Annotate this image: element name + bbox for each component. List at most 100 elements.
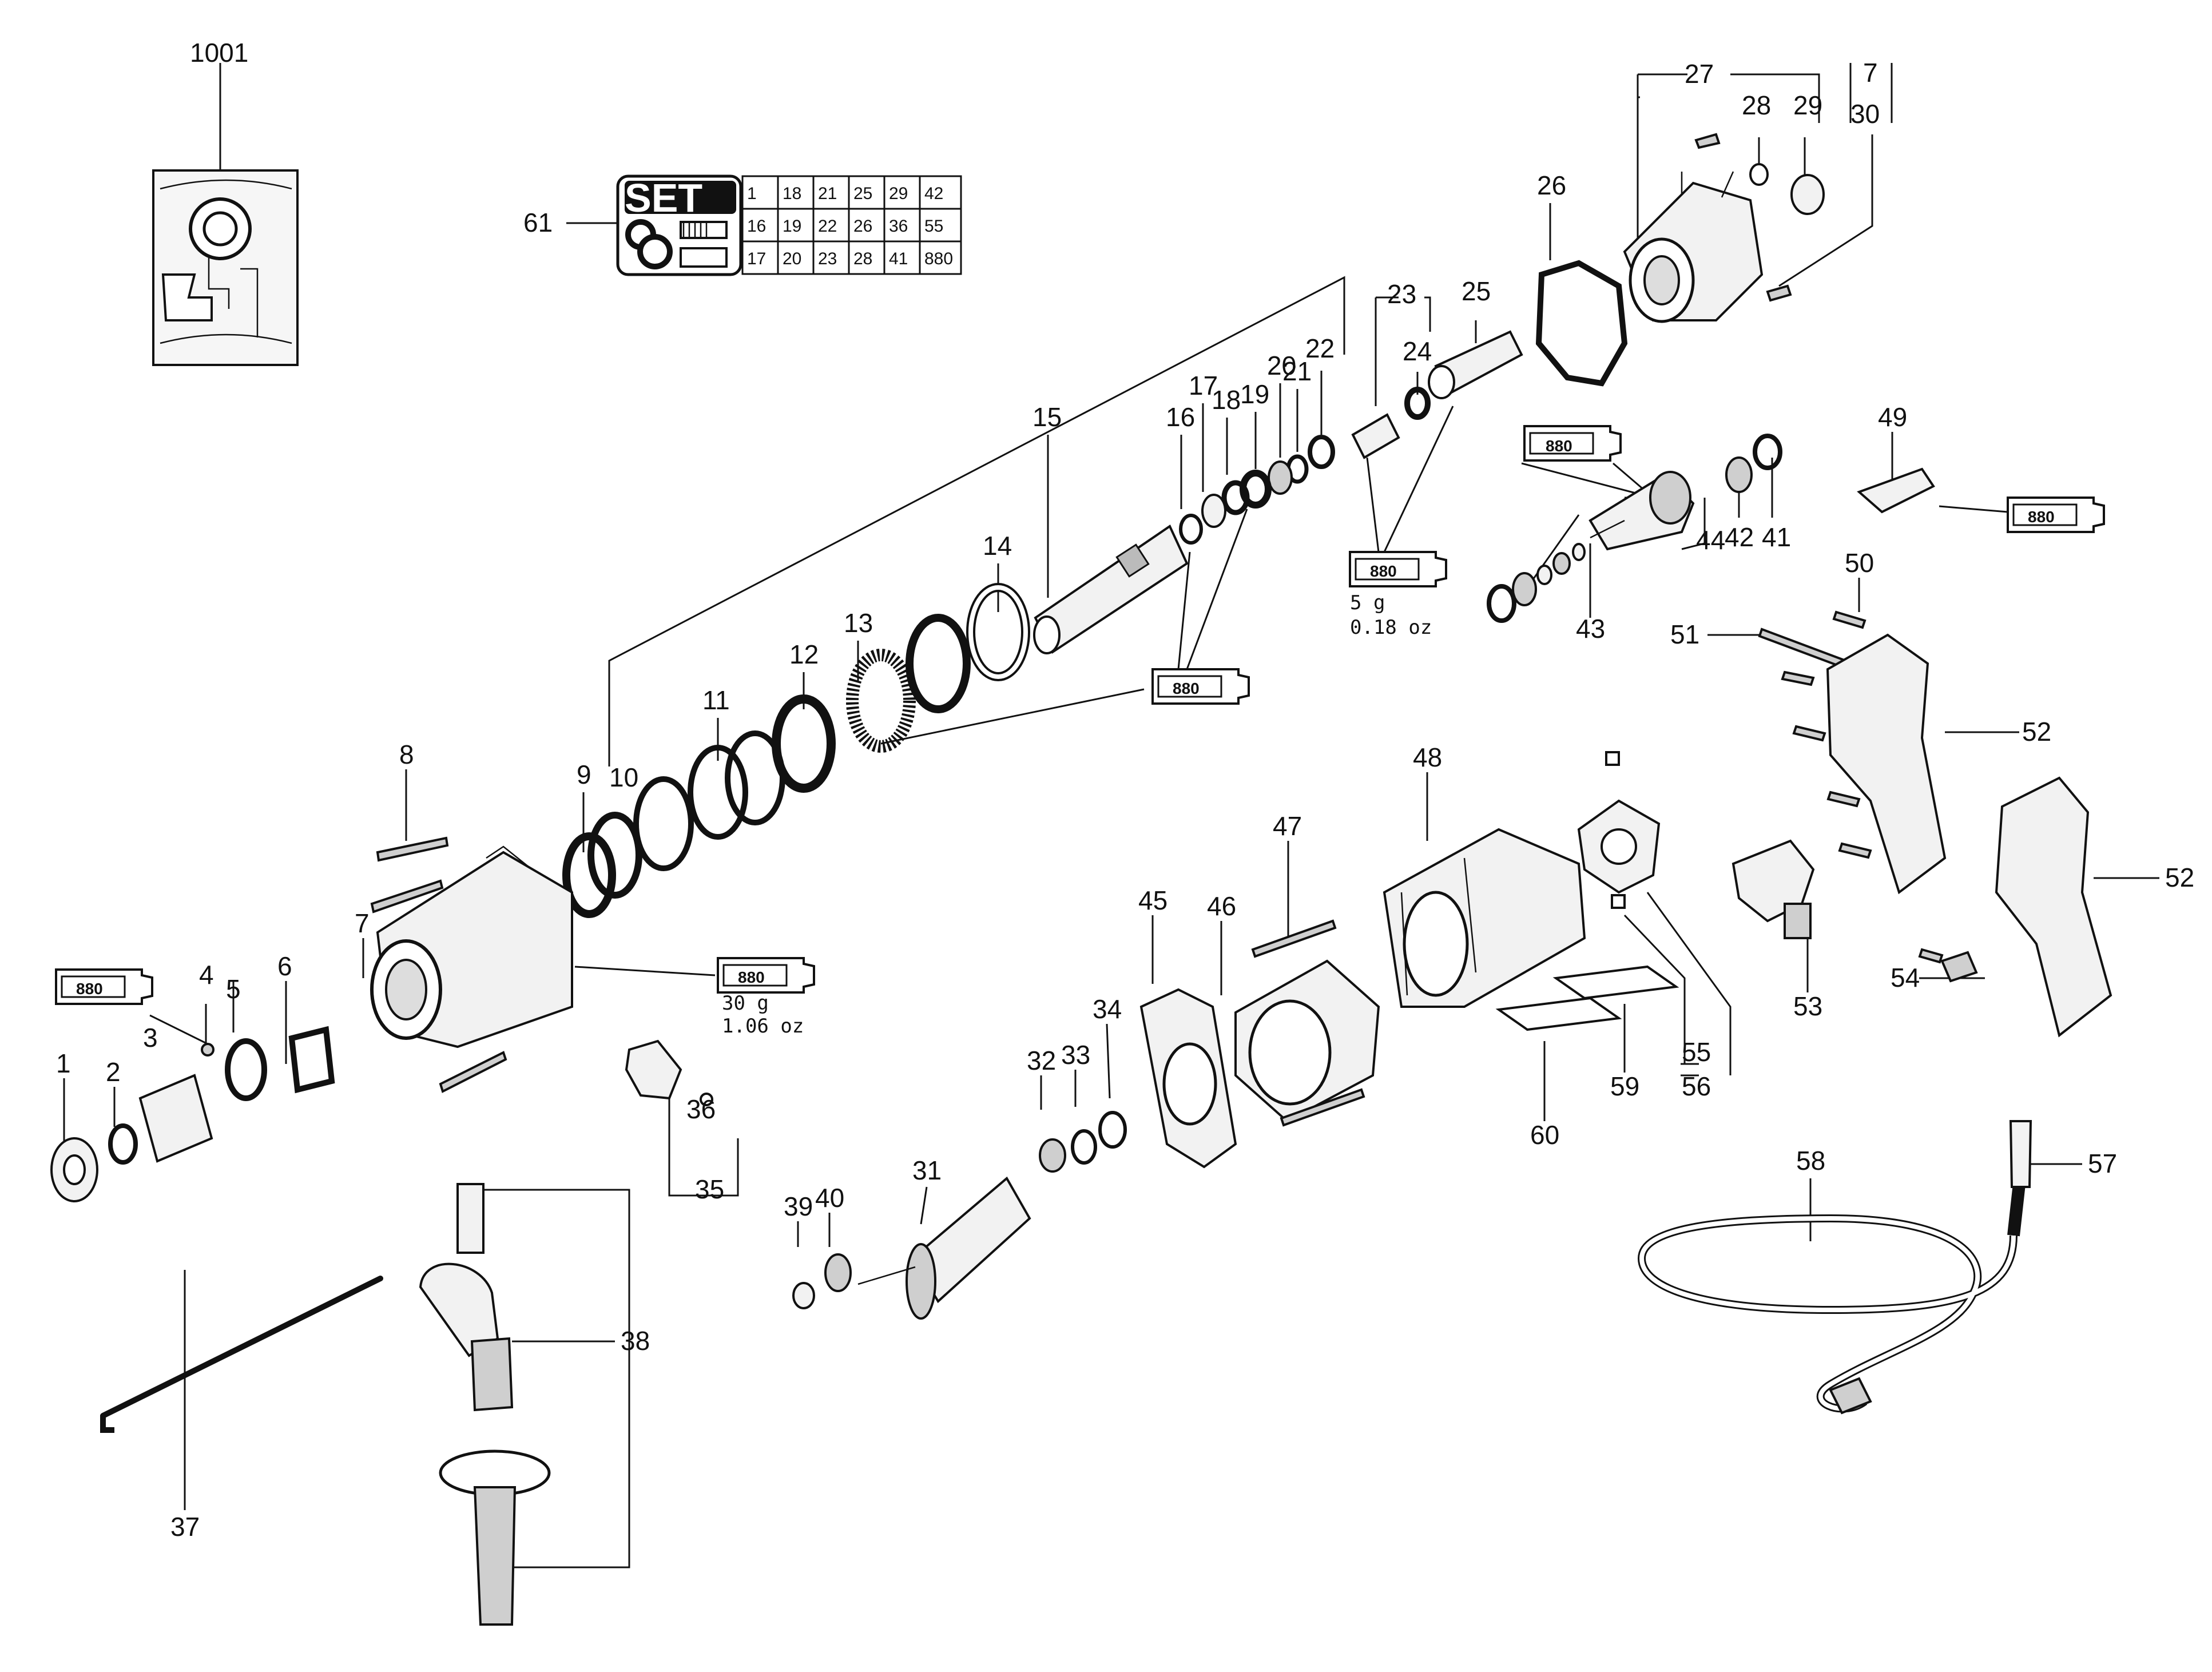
part-23-piston (1351, 413, 1400, 459)
screw-icon (1918, 948, 1944, 964)
part-22-ring (1308, 435, 1335, 469)
part-44-gear-shaft (1588, 471, 1695, 551)
part-number-label: 9 (577, 760, 591, 789)
grease-note-5g: 5 g (1350, 591, 1385, 614)
part-number-label: 42 (1725, 522, 1754, 552)
part-55-brush-holder (1577, 799, 1661, 894)
part-37-depth-stop-rod (100, 1276, 383, 1419)
set-table-value: 23 (818, 249, 837, 268)
part-28-bearing (1749, 163, 1769, 186)
part-35-switch-knob (625, 1039, 682, 1100)
set-table-value: 18 (783, 184, 801, 203)
set-table-cell (741, 175, 779, 210)
part-18-ring (1221, 480, 1250, 515)
part-33-ring (1071, 1129, 1097, 1165)
screw-icon (376, 836, 449, 862)
screw-icon (1251, 919, 1337, 958)
set-table-cell (919, 208, 962, 243)
set-table-cell (777, 240, 815, 275)
part-number-label: 55 (1682, 1037, 1711, 1067)
part-48-motor-housing (1383, 828, 1586, 1008)
screw-icon (1781, 670, 1815, 686)
part-number-label: 30 (1850, 99, 1880, 129)
switch-body (1784, 903, 1812, 939)
leader-lines (63, 63, 2159, 1568)
part-number-label: 1 (56, 1049, 71, 1078)
part-number-label: 41 (1762, 522, 1791, 552)
part-16-o-ring (1179, 514, 1203, 545)
part-number-label: 29 (1793, 90, 1822, 120)
part-26-gasket (1535, 260, 1628, 387)
part-number-label: 14 (983, 531, 1012, 561)
set-table-value: 19 (783, 217, 801, 236)
part-12-ring (772, 694, 836, 793)
set-table-value: 25 (853, 184, 872, 203)
part-number-label: 6 (277, 951, 292, 981)
grease-tube-label: 880 (1546, 437, 1572, 455)
part-24-o-ring (1404, 387, 1431, 420)
part-36-spring (700, 1093, 713, 1106)
part-number-label: 50 (1845, 548, 1874, 578)
part-number-label: 37 (170, 1512, 200, 1542)
set-table-value: 41 (889, 249, 908, 268)
part-10b-ring (633, 776, 694, 871)
part-number-label: 8 (399, 740, 414, 769)
part-20-bearing (1268, 460, 1293, 495)
part-42-bearing (1725, 456, 1753, 493)
part-41-washer (1753, 434, 1782, 470)
wiring-diagram-icon (152, 169, 299, 366)
set-table-value: 22 (818, 217, 837, 236)
set-title: SET (625, 176, 702, 220)
grease-tube-label: 880 (2028, 508, 2055, 526)
set-table-cell (848, 175, 885, 210)
grease-tube-icon (1349, 551, 1447, 587)
part-number-label: 49 (1878, 402, 1907, 432)
part-number-label: 10 (609, 762, 638, 792)
screw-icon (439, 1051, 507, 1093)
part-number-label: 7 (1863, 58, 1878, 88)
part-27-gear-housing (1623, 171, 1764, 323)
part-number-label: 2 (106, 1057, 121, 1087)
screw-icon (1792, 725, 1826, 742)
set-table-cell (812, 175, 850, 210)
screw-icon (1766, 284, 1792, 302)
screw-icon (1280, 1088, 1365, 1127)
part-59-label (1552, 965, 1679, 1000)
part-number-label: 25 (1462, 276, 1491, 306)
part-34-ring (1098, 1111, 1127, 1149)
part-number-label: 23 (1387, 279, 1416, 309)
part-number-label: 26 (1537, 170, 1566, 200)
part-number-label: 20 (1267, 351, 1296, 380)
part-number-label: 57 (2088, 1149, 2117, 1178)
part-number-label: 21 (1282, 356, 1312, 386)
set-table-value: 16 (747, 217, 766, 236)
grease-tube-icon (1151, 668, 1250, 705)
part-9-ring (562, 832, 616, 918)
set-table-cell (741, 240, 779, 275)
part-43-ring (1572, 543, 1586, 561)
part-57-cord-sleeve (2009, 1120, 2032, 1188)
grease-note-30g: 30 g (722, 992, 769, 1015)
part-39-sleeve (792, 1282, 815, 1309)
part-number-label: 4 (199, 960, 214, 990)
part-number-label: 47 (1273, 811, 1302, 841)
set-table-value: 17 (747, 249, 766, 268)
grease-note-5g-oz: 0.18 oz (1350, 616, 1432, 639)
part-number-label: 46 (1207, 891, 1236, 921)
set-table-value: 21 (818, 184, 837, 203)
part-number-label: 33 (1061, 1040, 1090, 1070)
part-number-label: 22 (1305, 333, 1335, 363)
part-number-label: 52 (2165, 863, 2194, 892)
set-table-value: 55 (924, 217, 943, 236)
part-number-label: 16 (1166, 402, 1195, 432)
part-number-label: 44 (1696, 525, 1725, 555)
part-number-label: 40 (815, 1183, 844, 1213)
part-number-label: 34 (1093, 994, 1122, 1024)
grease-tube-label: 880 (1370, 562, 1397, 580)
screw-icon (370, 879, 444, 914)
part-number-label: 32 (1027, 1046, 1056, 1075)
part-6-spring (288, 1026, 335, 1094)
part-45-bearing-plate (1139, 988, 1237, 1169)
part-number-label: 60 (1530, 1120, 1559, 1150)
part-number-label: 36 (686, 1094, 716, 1124)
